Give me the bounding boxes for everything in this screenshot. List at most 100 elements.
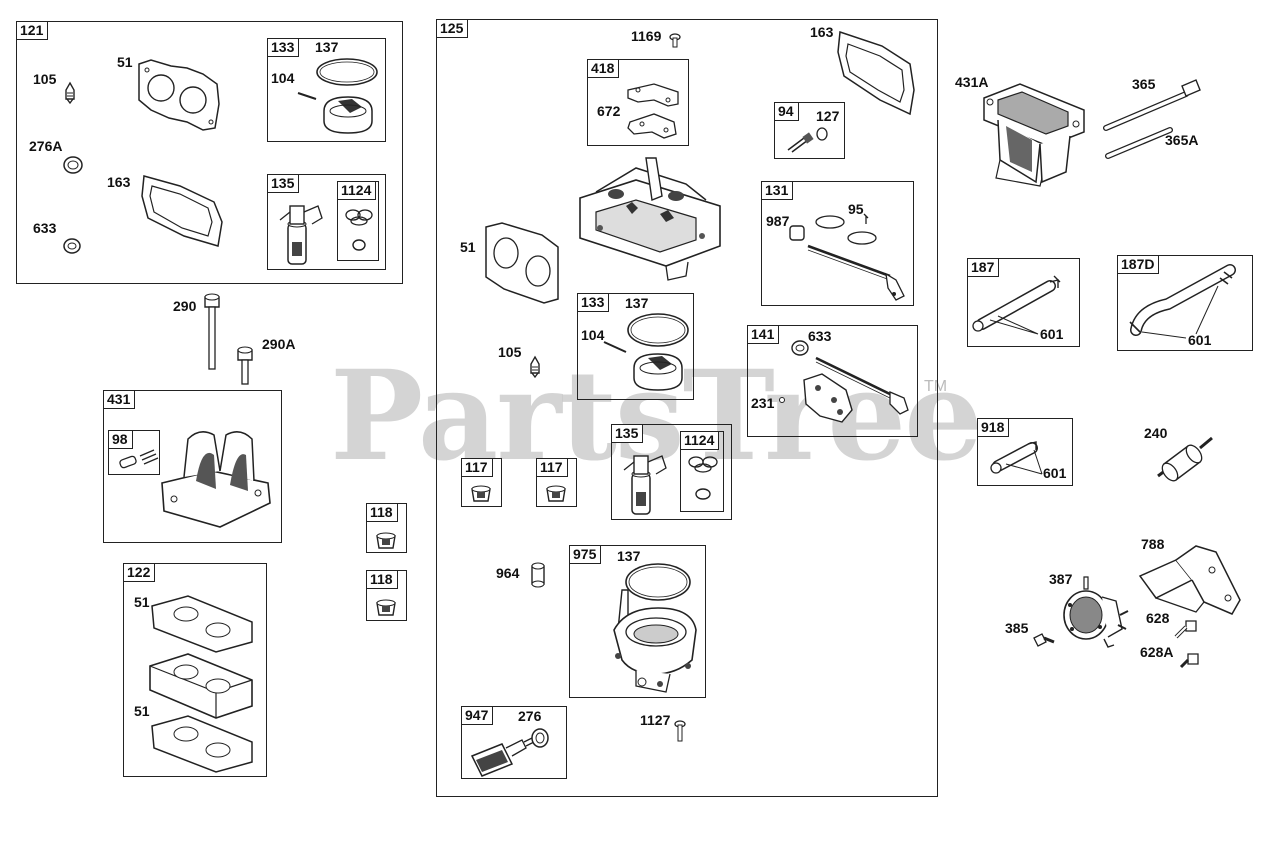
small-screw-part[interactable] xyxy=(668,33,682,49)
group-141-kit[interactable]: 141 xyxy=(747,325,918,437)
callout-276a: 276A xyxy=(29,138,63,154)
float-kit-part[interactable] xyxy=(292,55,382,135)
group-135-kit[interactable]: 135 xyxy=(267,174,386,270)
group-141-callout: 141 xyxy=(747,325,780,344)
callout-387: 387 xyxy=(1049,571,1073,587)
fuel-hose-short-part[interactable] xyxy=(988,434,1068,482)
group-117-left[interactable]: 117 xyxy=(461,458,502,507)
group-133-carb-callout: 133 xyxy=(577,293,610,312)
carburetor-body-part[interactable] xyxy=(576,156,726,284)
needle-valve-part[interactable] xyxy=(60,81,80,105)
group-1124-callout: 1124 xyxy=(337,181,377,200)
callout-290: 290 xyxy=(173,298,197,314)
callout-628: 628 xyxy=(1146,610,1170,626)
float-kit-carb-part[interactable] xyxy=(602,310,692,394)
callout-137-bowl: 137 xyxy=(617,548,641,564)
seal-part[interactable] xyxy=(62,236,82,256)
manifold-bolts-part[interactable] xyxy=(1100,76,1204,164)
bracket-bolt-part[interactable] xyxy=(1172,617,1200,643)
group-125-callout: 125 xyxy=(436,19,469,38)
callout-672: 672 xyxy=(597,103,621,119)
washer-part[interactable] xyxy=(62,154,84,176)
short-bolt-part[interactable] xyxy=(234,346,256,386)
callout-431a: 431A xyxy=(955,74,989,90)
callout-104: 104 xyxy=(271,70,295,86)
group-1124-carb-kit[interactable]: 1124 xyxy=(680,431,724,512)
group-125[interactable]: 125 xyxy=(436,19,938,797)
gasket-spacer-kit-part[interactable] xyxy=(148,592,260,773)
flange-gasket-part[interactable] xyxy=(482,221,562,305)
intake-screw-part[interactable] xyxy=(116,446,160,472)
jet-plug-right-part[interactable] xyxy=(544,483,568,505)
jet-plug-left-part[interactable] xyxy=(469,483,493,505)
callout-633: 633 xyxy=(33,220,57,236)
group-131-kit[interactable]: 131 xyxy=(761,181,914,306)
group-118-lower[interactable]: 118 xyxy=(366,570,407,621)
group-975-kit[interactable]: 975 xyxy=(569,545,706,698)
group-118-upper-callout: 118 xyxy=(366,503,398,522)
pump-bracket-part[interactable] xyxy=(1136,540,1244,620)
group-94-kit[interactable]: 94 xyxy=(774,102,845,159)
choke-shaft-kit-part[interactable] xyxy=(786,210,912,304)
callout-633-carb: 633 xyxy=(808,328,832,344)
fuel-filter-part[interactable] xyxy=(1154,430,1218,482)
fuel-solenoid-carb-part[interactable] xyxy=(620,448,670,518)
adapter-manifold-part[interactable] xyxy=(980,82,1088,190)
long-bolt-part[interactable] xyxy=(201,293,223,371)
plug-part-upper[interactable] xyxy=(374,530,398,552)
group-121-callout: 121 xyxy=(16,21,49,40)
callout-1127: 1127 xyxy=(640,712,671,728)
intake-gasket-part[interactable] xyxy=(140,172,226,252)
plug-part-lower[interactable] xyxy=(374,597,398,619)
group-98-callout: 98 xyxy=(108,430,133,449)
group-187-callout: 187 xyxy=(967,258,1000,277)
intake-manifold-part[interactable] xyxy=(160,425,272,531)
callout-987: 987 xyxy=(766,213,790,229)
callout-137-carb: 137 xyxy=(625,295,649,311)
throttle-shaft-kit-part[interactable] xyxy=(776,338,914,432)
solenoid-valve-part[interactable] xyxy=(466,724,562,778)
group-135-carb-callout: 135 xyxy=(611,424,644,443)
float-bowl-part[interactable] xyxy=(606,560,704,696)
carburetor-gasket-part[interactable] xyxy=(133,56,223,134)
group-947-kit[interactable]: 947 xyxy=(461,706,567,779)
callout-276: 276 xyxy=(518,708,542,724)
group-187d-kit[interactable]: 187D xyxy=(1117,255,1253,351)
group-918-kit[interactable]: 918 xyxy=(977,418,1073,486)
group-431[interactable]: 431 xyxy=(103,390,282,543)
callout-95: 95 xyxy=(848,201,864,217)
fuel-hose-bent-part[interactable] xyxy=(1120,258,1250,344)
solenoid-seal-kit-carb-part[interactable] xyxy=(684,452,722,504)
callout-105-carb: 105 xyxy=(498,344,522,360)
group-418-kit[interactable]: 418 xyxy=(587,59,689,146)
group-118-upper[interactable]: 118 xyxy=(366,503,407,553)
air-gasket-part[interactable] xyxy=(836,28,918,118)
carb-screw-part[interactable] xyxy=(673,720,687,744)
group-117-right[interactable]: 117 xyxy=(536,458,577,507)
callout-163: 163 xyxy=(107,174,131,190)
callout-137: 137 xyxy=(315,39,339,55)
pump-screw-part[interactable] xyxy=(1032,630,1056,650)
watermark-trademark: TM xyxy=(924,378,948,395)
fuel-solenoid-part[interactable] xyxy=(276,198,326,268)
group-122[interactable]: 122 xyxy=(123,563,267,777)
callout-385: 385 xyxy=(1005,620,1029,636)
solenoid-seal-kit-part[interactable] xyxy=(341,205,377,255)
needle-valve-carb-part[interactable] xyxy=(526,355,544,379)
bushing-part[interactable] xyxy=(528,560,548,588)
callout-51-carb: 51 xyxy=(460,239,476,255)
group-98-kit[interactable]: 98 xyxy=(108,430,160,475)
fuel-pump-part[interactable] xyxy=(1056,575,1130,649)
group-133-kit[interactable]: 133 xyxy=(267,38,386,142)
pilot-jet-part[interactable] xyxy=(784,124,834,156)
plate-gasket-part[interactable] xyxy=(624,78,686,142)
group-1124-kit[interactable]: 1124 xyxy=(337,181,379,261)
group-121[interactable]: 121 xyxy=(16,21,403,284)
group-135-carb-kit[interactable]: 135 xyxy=(611,424,732,520)
callout-365a: 365A xyxy=(1165,132,1199,148)
bracket-nut-part[interactable] xyxy=(1178,651,1202,671)
group-187-kit[interactable]: 187 xyxy=(967,258,1080,347)
group-133-carb-kit[interactable]: 133 xyxy=(577,293,694,400)
callout-127: 127 xyxy=(816,108,840,124)
fuel-hose-straight-part[interactable] xyxy=(968,268,1072,340)
